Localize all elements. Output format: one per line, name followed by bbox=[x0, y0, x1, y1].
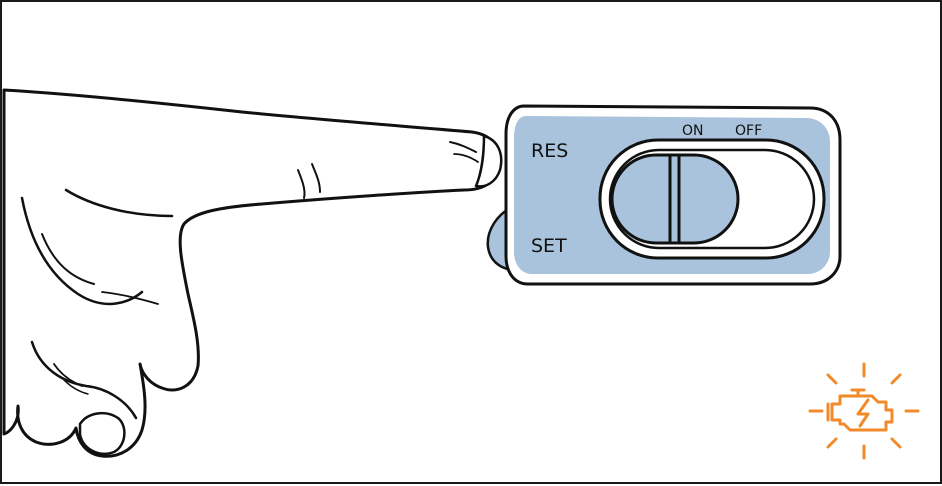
finger-crease bbox=[311, 163, 321, 193]
check-engine-warning-icon bbox=[808, 362, 920, 460]
fingernail bbox=[474, 134, 503, 188]
knuckle-line bbox=[449, 141, 477, 153]
curled-finger bbox=[41, 233, 95, 285]
knuckle-line bbox=[453, 153, 479, 163]
pointing-finger-icon bbox=[2, 88, 503, 458]
palm-line bbox=[64, 188, 174, 218]
thumb-crease bbox=[63, 379, 89, 395]
res-label: RES bbox=[531, 140, 568, 162]
finger-crease bbox=[297, 169, 306, 199]
palm-line bbox=[101, 291, 159, 305]
thumb bbox=[30, 340, 138, 420]
switch-knob[interactable] bbox=[610, 153, 740, 245]
thumb-crease bbox=[53, 363, 83, 387]
cruise-control-lever: RES SET ON OFF bbox=[486, 104, 842, 286]
curled-finger bbox=[20, 196, 144, 306]
set-label: SET bbox=[531, 235, 567, 257]
thumb-nail bbox=[78, 411, 126, 455]
on-off-switch[interactable] bbox=[598, 138, 826, 260]
off-label: OFF bbox=[735, 123, 762, 139]
hand-outline bbox=[2, 88, 501, 458]
on-label: ON bbox=[682, 123, 704, 139]
